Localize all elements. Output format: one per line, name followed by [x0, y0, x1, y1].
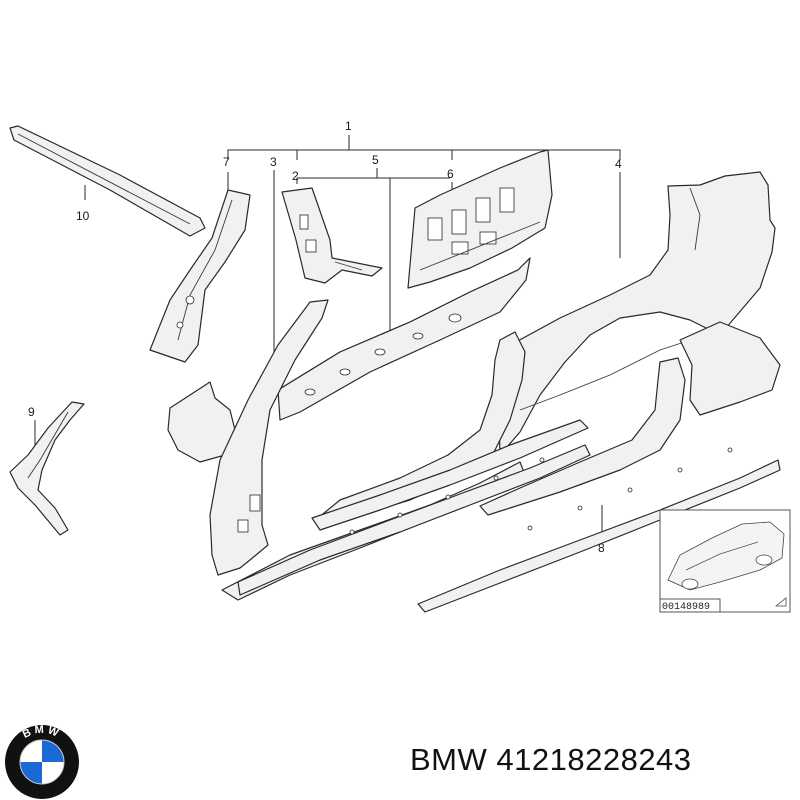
part-4-quarter-panel	[497, 171, 776, 456]
part-7-a-pillar-upper	[149, 189, 251, 363]
part-caption: BMW 41218228243	[410, 742, 692, 778]
callout-3: 3	[270, 155, 277, 169]
callout-2: 2	[292, 169, 299, 183]
brand-name: BMW	[410, 742, 488, 777]
callout-6: 6	[447, 167, 454, 181]
leader-lines	[34, 135, 621, 538]
part-2-bracket	[281, 187, 383, 284]
callout-9: 9	[28, 405, 35, 419]
logo-letters: BMW	[21, 724, 60, 741]
callout-4: 4	[615, 157, 622, 171]
part-10-roof-strip	[9, 125, 206, 237]
part-number: 41218228243	[496, 742, 692, 777]
part-9-pillar-trim	[9, 401, 85, 536]
callout-8: 8	[598, 541, 605, 555]
part-6-inner-panel	[407, 149, 553, 289]
parts-diagram: 1 2 3 4 5 6 7 8 9 10 00148989	[9, 119, 791, 613]
callout-1: 1	[345, 119, 352, 133]
svg-text:BMW: BMW	[21, 724, 63, 741]
part-1-outer-sill	[237, 331, 591, 596]
part-8-outer-sill	[417, 321, 781, 613]
inset-code: 00148989	[662, 602, 710, 613]
callout-5: 5	[372, 153, 379, 167]
part-5-inner-sill	[277, 257, 531, 421]
callout-10: 10	[76, 209, 90, 223]
callout-7: 7	[223, 155, 230, 169]
inset-thumbnail: 00148989	[659, 509, 791, 613]
bmw-logo: BMW	[5, 724, 79, 799]
